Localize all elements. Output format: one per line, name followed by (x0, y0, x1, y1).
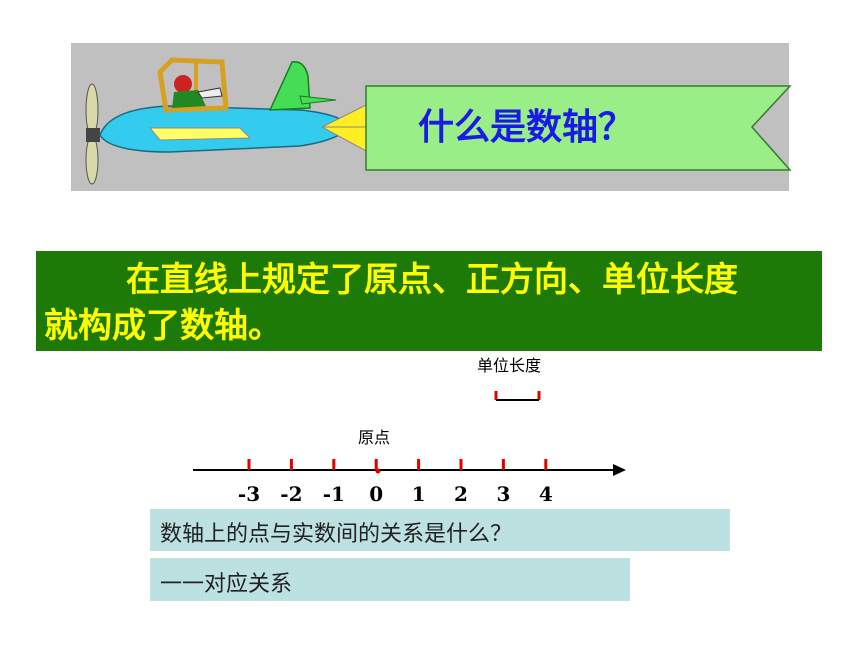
axis-tick-label: 2 (454, 482, 468, 506)
definition-line-2: 就构成了数轴。 (44, 306, 282, 346)
unit-length-label: 单位长度 (477, 356, 542, 375)
pilot-body (172, 90, 206, 108)
definition-line-1: 在直线上规定了原点、正方向、单位长度 (126, 260, 738, 300)
wing (148, 127, 252, 141)
answer-box: 一一对应关系 (150, 558, 630, 601)
cockpit-frame (157, 57, 229, 113)
axis-tick-label: 4 (539, 482, 553, 506)
axis-tick-label: 1 (412, 482, 426, 506)
origin-label: 原点 (358, 428, 391, 447)
axis-tick-label: 0 (369, 482, 383, 506)
axis-tick-label: 3 (496, 482, 510, 506)
banner-flag (365, 85, 792, 171)
propeller-hub (86, 128, 100, 142)
definition-box: 在直线上规定了原点、正方向、单位长度 就构成了数轴。 (36, 251, 822, 351)
banner-title: 什么是数轴？ (418, 106, 635, 148)
axis-arrow-icon (613, 464, 626, 476)
axis-tick-label: -2 (280, 482, 302, 506)
pilot-head (174, 75, 192, 93)
axis-tick-label: -1 (323, 482, 345, 506)
axis-tick-label: -3 (238, 482, 260, 506)
question-box: 数轴上的点与实数间的关系是什么？ (150, 509, 730, 551)
unit-length-bracket (494, 391, 541, 401)
